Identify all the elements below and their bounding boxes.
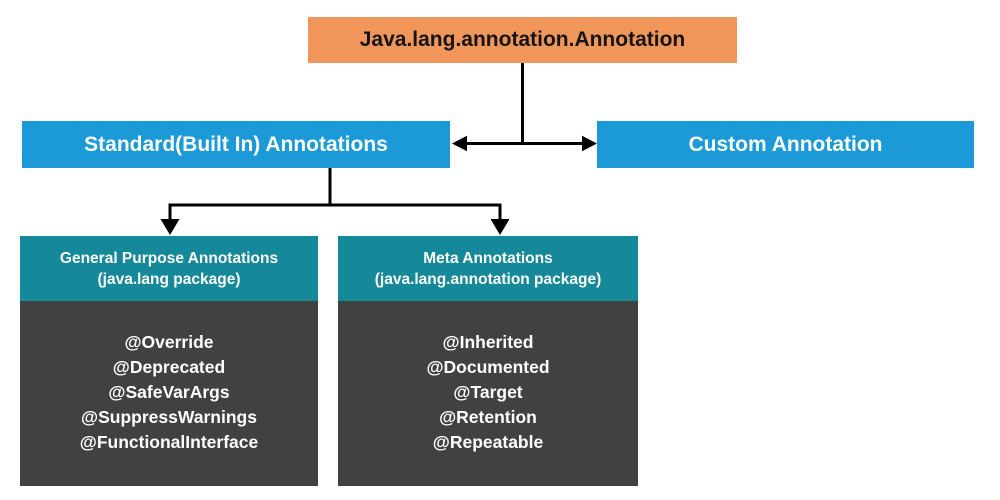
general-purpose-list: @Override @Deprecated @SafeVarArgs @Supp… <box>20 301 318 486</box>
annotation-item: @Target <box>453 382 523 402</box>
meta-annotations-group: Meta Annotations (java.lang.annotation p… <box>338 236 638 486</box>
meta-annotations-subtitle: (java.lang.annotation package) <box>374 270 602 288</box>
annotation-item: @Deprecated <box>112 357 226 377</box>
annotation-item: @Inherited <box>442 332 534 352</box>
root-annotation-node: Java.lang.annotation.Annotation <box>308 17 737 63</box>
annotation-item: @SafeVarArgs <box>108 382 230 402</box>
annotation-item: @Override <box>124 332 214 352</box>
meta-annotations-header: Meta Annotations (java.lang.annotation p… <box>338 236 638 301</box>
down-arrowhead-right-icon <box>490 219 510 235</box>
general-purpose-subtitle: (java.lang package) <box>97 270 241 288</box>
right-arrowhead-icon <box>582 135 597 152</box>
annotation-item: @Retention <box>439 407 537 427</box>
left-arrowhead-icon <box>452 135 467 152</box>
standard-annotations-node: Standard(Built In) Annotations <box>22 121 450 168</box>
annotation-item: @SuppressWarnings <box>81 407 257 427</box>
general-purpose-header: General Purpose Annotations (java.lang p… <box>20 236 318 301</box>
custom-annotation-node: Custom Annotation <box>597 121 974 168</box>
annotation-item: @Repeatable <box>432 432 544 452</box>
general-purpose-group: General Purpose Annotations (java.lang p… <box>20 236 318 486</box>
general-purpose-title: General Purpose Annotations <box>59 249 279 267</box>
meta-annotations-list: @Inherited @Documented @Target @Retentio… <box>338 301 638 486</box>
down-arrowhead-left-icon <box>160 219 180 235</box>
annotation-item: @FunctionalInterface <box>79 432 259 452</box>
annotation-item: @Documented <box>426 357 550 377</box>
meta-annotations-title: Meta Annotations <box>423 249 553 267</box>
